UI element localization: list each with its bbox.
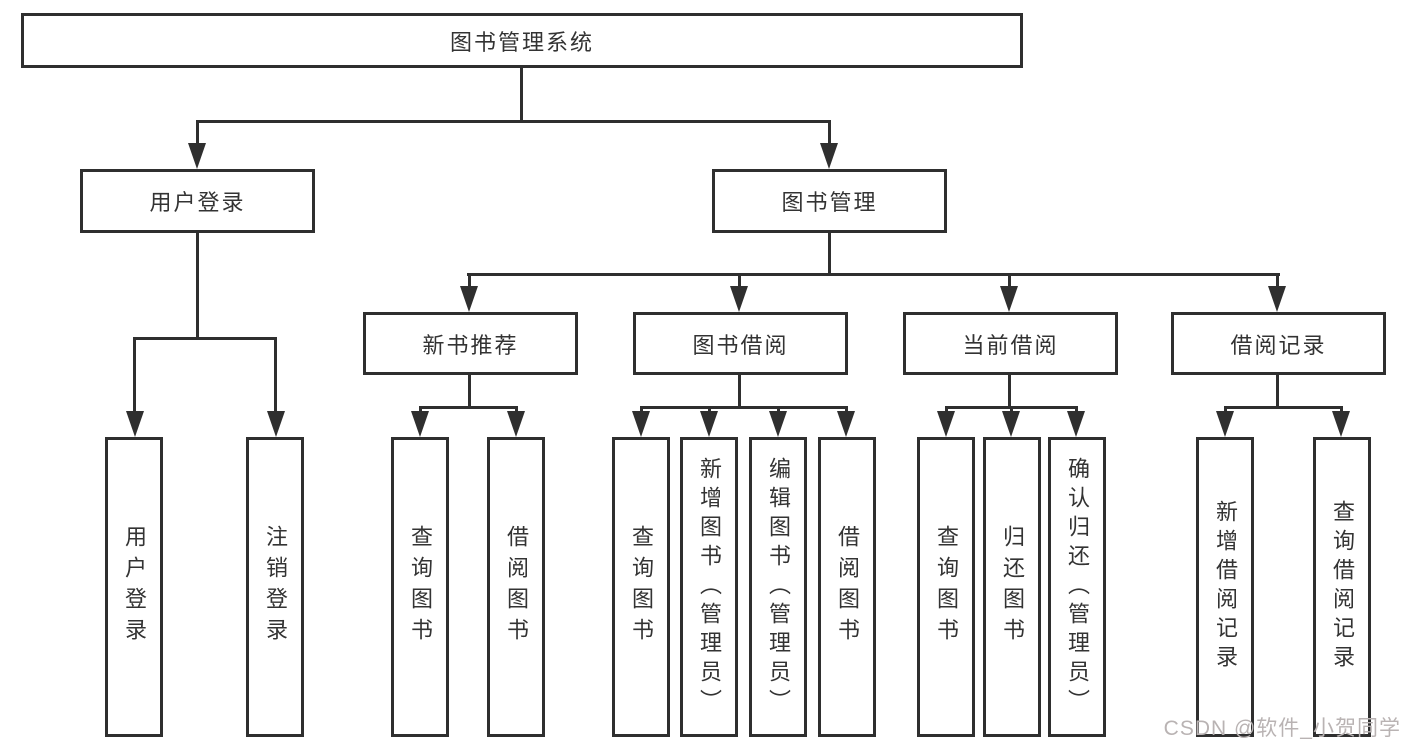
- node-book-borrow: 图书借阅: [633, 312, 848, 375]
- connector-line: [738, 375, 741, 408]
- connector-line: [1075, 406, 1078, 414]
- arrow-down-icon: [837, 411, 855, 437]
- connector-line: [133, 337, 277, 340]
- arrow-down-icon: [1216, 411, 1234, 437]
- arrow-down-icon: [1000, 286, 1018, 312]
- connector-line: [640, 406, 848, 409]
- node-label: 查询图书: [408, 525, 433, 649]
- connector-line: [419, 406, 518, 409]
- node-label: 查询借阅记录: [1330, 500, 1355, 674]
- connector-line: [945, 406, 948, 414]
- node-label: 新书推荐: [422, 332, 519, 358]
- arrow-down-icon: [730, 286, 748, 312]
- node-label: 新增图书（管理员）: [697, 456, 722, 718]
- arrow-down-icon: [411, 411, 429, 437]
- node-leaf-search-books-current: 查询图书: [917, 437, 975, 737]
- connector-line: [196, 120, 831, 123]
- arrow-down-icon: [460, 286, 478, 312]
- arrow-down-icon: [937, 411, 955, 437]
- arrow-down-icon: [769, 411, 787, 437]
- connector-line: [515, 406, 518, 414]
- node-leaf-borrow-books: 借阅图书: [818, 437, 876, 737]
- node-label: 注销登录: [263, 525, 288, 649]
- node-borrow-records: 借阅记录: [1171, 312, 1386, 375]
- connector-line: [1224, 406, 1343, 409]
- connector-line: [845, 406, 848, 414]
- node-leaf-user-login: 用户登录: [105, 437, 163, 737]
- node-label: 当前借阅: [962, 332, 1059, 358]
- arrow-down-icon: [1067, 411, 1085, 437]
- arrow-down-icon: [820, 143, 838, 169]
- node-label: 新增借阅记录: [1213, 500, 1238, 674]
- connector-line: [738, 273, 741, 289]
- arrow-down-icon: [267, 411, 285, 437]
- node-label: 借阅图书: [835, 525, 860, 649]
- connector-line: [640, 406, 643, 414]
- connector-line: [196, 233, 199, 339]
- node-leaf-add-books-admin: 新增图书（管理员）: [680, 437, 738, 737]
- connector-line: [708, 406, 711, 414]
- connector-line: [1224, 406, 1227, 414]
- connector-line: [1276, 375, 1279, 408]
- node-system-root: 图书管理系统: [21, 13, 1023, 68]
- connector-line: [1276, 273, 1279, 289]
- connector-line: [133, 337, 136, 413]
- node-leaf-confirm-return-admin: 确认归还（管理员）: [1048, 437, 1106, 737]
- node-label: 编辑图书（管理员）: [766, 456, 791, 718]
- node-leaf-search-borrow-record: 查询借阅记录: [1313, 437, 1371, 737]
- node-label: 用户登录: [122, 525, 147, 649]
- node-leaf-search-books-borrow: 查询图书: [612, 437, 670, 737]
- node-label: 归还图书: [1000, 525, 1025, 649]
- node-label: 借阅图书: [504, 525, 529, 649]
- connector-line: [419, 406, 422, 414]
- node-label: 确认归还（管理员）: [1065, 456, 1090, 718]
- connector-line: [828, 120, 831, 147]
- arrow-down-icon: [1268, 286, 1286, 312]
- connector-line: [196, 120, 199, 147]
- connector-line: [468, 273, 471, 289]
- node-label: 图书借阅: [692, 332, 789, 358]
- node-leaf-add-borrow-record: 新增借阅记录: [1196, 437, 1254, 737]
- connector-line: [1340, 406, 1343, 414]
- connector-line: [467, 273, 1280, 276]
- node-book-management: 图书管理: [712, 169, 947, 233]
- connector-line: [520, 68, 523, 122]
- connector-line: [777, 406, 780, 414]
- arrow-down-icon: [1332, 411, 1350, 437]
- node-leaf-edit-books-admin: 编辑图书（管理员）: [749, 437, 807, 737]
- arrow-down-icon: [188, 143, 206, 169]
- arrow-down-icon: [507, 411, 525, 437]
- connector-line: [945, 406, 1078, 409]
- connector-line: [274, 337, 277, 413]
- node-label: 查询图书: [629, 525, 654, 649]
- arrow-down-icon: [632, 411, 650, 437]
- node-leaf-borrow-books-recommend: 借阅图书: [487, 437, 545, 737]
- csdn-watermark: CSDN @软件_小贺同学: [1163, 717, 1401, 740]
- node-label: 查询图书: [934, 525, 959, 649]
- connector-line: [828, 233, 831, 275]
- node-leaf-logout-login: 注销登录: [246, 437, 304, 737]
- node-leaf-search-books-recommend: 查询图书: [391, 437, 449, 737]
- node-label: 借阅记录: [1230, 332, 1327, 358]
- node-new-book-recommend: 新书推荐: [363, 312, 578, 375]
- node-current-borrow: 当前借阅: [903, 312, 1118, 375]
- node-label: 图书管理系统: [449, 29, 594, 55]
- arrow-down-icon: [700, 411, 718, 437]
- node-user-login-group: 用户登录: [80, 169, 315, 233]
- connector-line: [1010, 406, 1013, 414]
- connector-line: [1008, 375, 1011, 408]
- node-label: 图书管理: [781, 190, 878, 215]
- node-label: 用户登录: [149, 190, 246, 215]
- arrow-down-icon: [1002, 411, 1020, 437]
- node-leaf-return-books: 归还图书: [983, 437, 1041, 737]
- connector-line: [468, 375, 471, 408]
- connector-line: [1008, 273, 1011, 289]
- arrow-down-icon: [126, 411, 144, 437]
